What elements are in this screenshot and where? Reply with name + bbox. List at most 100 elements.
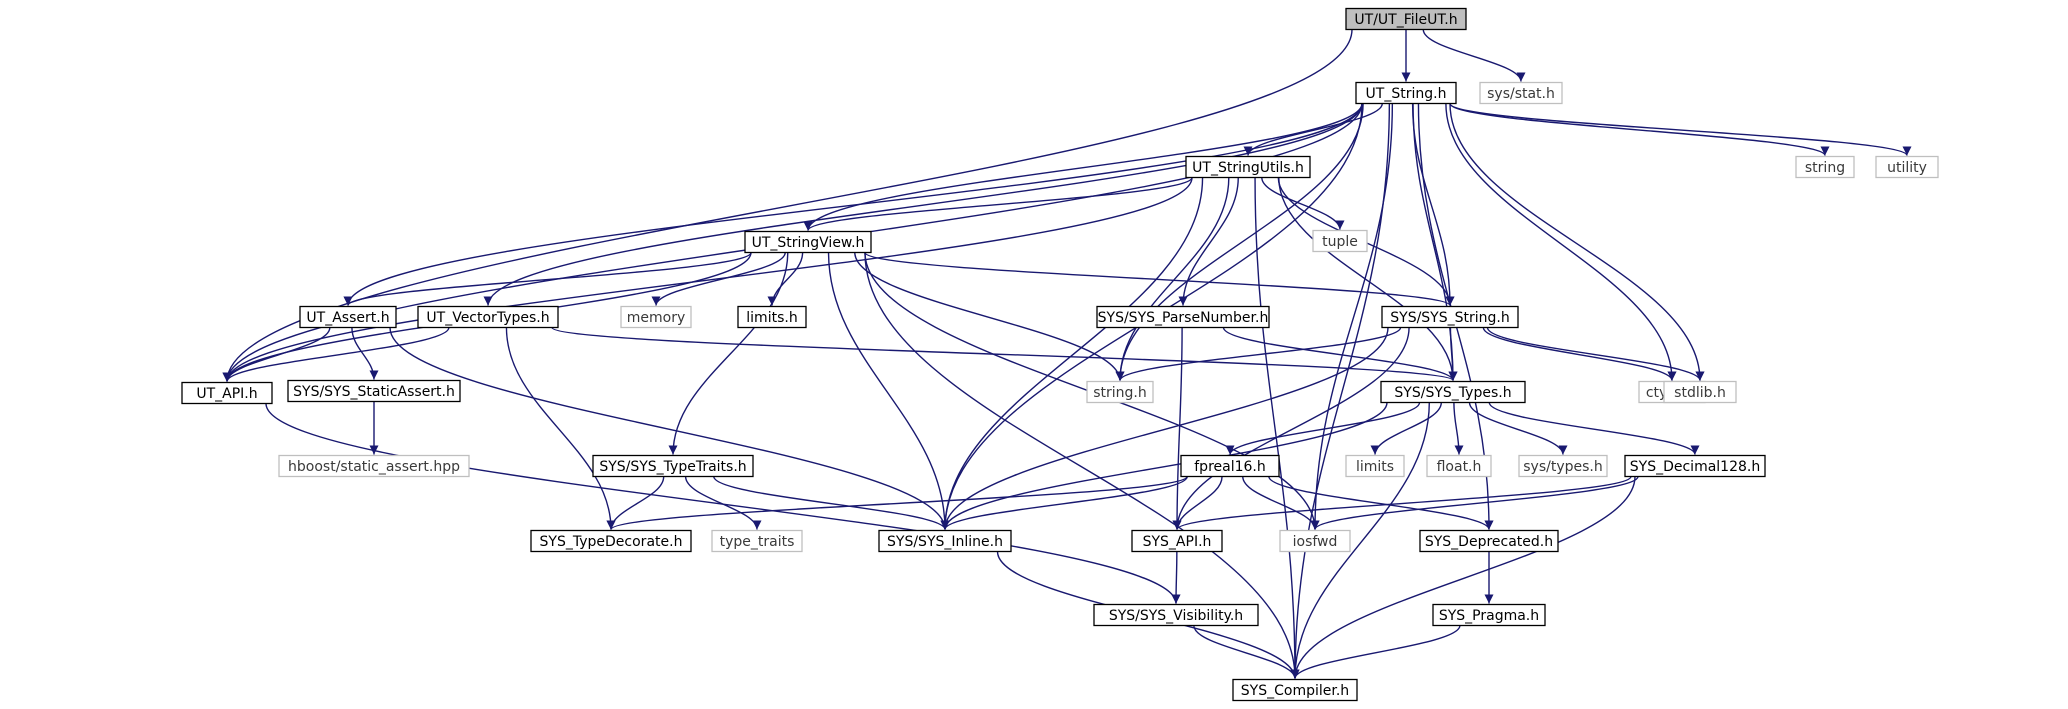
edge-ut_assert-to-sys_inline [389, 327, 950, 530]
node-box [1355, 81, 1457, 105]
node-sys_string[interactable]: SYS/SYS_String.h [1381, 305, 1519, 329]
edge-root-to-ut_api [222, 29, 1353, 382]
node-tuple[interactable]: tuple [1312, 229, 1368, 253]
node-sys_types[interactable]: SYS/SYS_Types.h [1380, 380, 1526, 404]
node-fpreal16[interactable]: fpreal16.h [1180, 454, 1280, 478]
edge-sys_string-to-sys_api [1172, 327, 1410, 530]
node-ut_assert[interactable]: UT_Assert.h [299, 305, 397, 329]
node-box [1131, 529, 1223, 553]
node-box [530, 529, 692, 553]
node-label: UT_StringView.h [752, 235, 865, 251]
node-box [1086, 380, 1154, 404]
edge-ut_stringview-to-memory [651, 252, 786, 306]
node-box [1419, 529, 1559, 553]
edge-ut_string-to-utility [1449, 102, 1912, 157]
node-box [1426, 454, 1492, 478]
node-box [287, 379, 461, 403]
node-box [878, 529, 1012, 553]
node-sys_staticassert[interactable]: SYS/SYS_StaticAssert.h [287, 379, 461, 403]
node-sys_api[interactable]: SYS_API.h [1131, 529, 1223, 553]
node-sys_types_h[interactable]: sys/types.h [1518, 454, 1608, 478]
node-box [1432, 603, 1546, 627]
node-box [1180, 454, 1280, 478]
node-label: SYS_Decimal128.h [1630, 459, 1760, 475]
edge-sys_types-to-limits [1370, 402, 1442, 455]
node-sys_inline[interactable]: SYS/SYS_Inline.h [878, 529, 1012, 553]
edge-fpreal16-to-sys_deprecated [1268, 476, 1494, 530]
node-ut_api[interactable]: UT_API.h [181, 381, 273, 405]
edge-sys_pragma-to-sys_compiler [1290, 625, 1461, 679]
node-sys_decimal128[interactable]: SYS_Decimal128.h [1624, 454, 1766, 478]
node-label: type_traits [720, 534, 795, 550]
node-box [1479, 81, 1563, 105]
node-label: SYS/SYS_Inline.h [887, 534, 1003, 550]
node-label: SYS/SYS_Types.h [1394, 385, 1511, 401]
node-label: SYS_Compiler.h [1241, 683, 1349, 699]
edge-ut_string-to-string_h [1115, 103, 1364, 381]
edge-ut_stringutils-to-ut_stringview [803, 176, 1193, 232]
edge-sys_types-to-sys_inline [940, 402, 1388, 530]
node-utility[interactable]: utility [1875, 155, 1939, 179]
node-label: SYS_Deprecated.h [1425, 534, 1553, 550]
edge-fpreal16-to-sys_typedecorate [606, 475, 1188, 531]
node-label: limits [1356, 459, 1394, 475]
node-label: UT/UT_FileUT.h [1354, 12, 1457, 28]
edge-sys_types-to-sys_decimal128 [1488, 402, 1700, 455]
node-sys_visibility[interactable]: SYS/SYS_Visibility.h [1093, 603, 1259, 627]
node-box [711, 529, 803, 553]
node-label: memory [627, 310, 686, 326]
node-box [181, 381, 273, 405]
edge-sys_parsenumber-to-sys_types [1222, 327, 1458, 381]
edge-ut_string-to-sys_compiler [1290, 103, 1391, 679]
node-label: fpreal16.h [1194, 459, 1265, 475]
node-sys_compiler[interactable]: SYS_Compiler.h [1232, 678, 1358, 702]
edge-ut_stringutils-to-tuple [1261, 177, 1345, 230]
edge-ut_stringview-to-ut_assert [343, 251, 752, 307]
node-stdlib_h[interactable]: stdlib.h [1663, 380, 1737, 404]
edge-ut_string-to-iosfwd [1310, 103, 1394, 530]
edge-sys_decimal128-to-sys_compiler [1290, 476, 1636, 679]
node-box [1624, 454, 1766, 478]
node-sys_stat[interactable]: sys/stat.h [1479, 81, 1563, 105]
node-sys_parsenumber[interactable]: SYS/SYS_ParseNumber.h [1096, 305, 1270, 329]
node-ut_stringutils[interactable]: UT_StringUtils.h [1185, 155, 1311, 179]
node-label: string [1805, 160, 1845, 176]
node-label: iosfwd [1293, 534, 1338, 550]
node-limits_h[interactable]: limits.h [737, 305, 807, 329]
edge-ut_stringview-to-string_h [854, 252, 1125, 381]
edge-ut_string-to-ut_vectortypes [483, 103, 1363, 306]
node-sys_pragma[interactable]: SYS_Pragma.h [1432, 603, 1546, 627]
node-string[interactable]: string [1795, 155, 1855, 179]
edge-ut_string-to-sys_types [1412, 103, 1458, 381]
node-hboost[interactable]: hboost/static_assert.hpp [278, 454, 470, 478]
node-ut_vectortypes[interactable]: UT_VectorTypes.h [417, 305, 559, 329]
edge-ut_string-to-ut_assert [343, 103, 1363, 306]
node-float_h[interactable]: float.h [1426, 454, 1492, 478]
node-ut_stringview[interactable]: UT_StringView.h [744, 230, 872, 254]
node-ut_string[interactable]: UT_String.h [1355, 81, 1457, 105]
edge-sys_visibility-to-sys_compiler [1193, 625, 1300, 679]
node-root[interactable]: UT/UT_FileUT.h [1345, 7, 1467, 31]
node-label: SYS_TypeDecorate.h [540, 534, 683, 550]
node-box [1875, 155, 1939, 179]
node-label: string.h [1093, 385, 1147, 401]
node-iosfwd[interactable]: iosfwd [1279, 529, 1351, 553]
node-label: float.h [1437, 459, 1482, 475]
edge-sys_types-to-fpreal16 [1225, 402, 1421, 455]
node-sys_typetraits[interactable]: SYS/SYS_TypeTraits.h [592, 454, 754, 478]
node-sys_deprecated[interactable]: SYS_Deprecated.h [1419, 529, 1559, 553]
node-memory[interactable]: memory [620, 305, 692, 329]
node-box [1093, 603, 1259, 627]
edge-sys_types-to-sys_types_h [1468, 402, 1568, 455]
edge-sys_typetraits-to-sys_inline [713, 476, 950, 530]
edge-sys_api-to-sys_visibility [1171, 551, 1181, 604]
node-limits[interactable]: limits [1345, 454, 1405, 478]
edge-ut_string-to-stdlib_h [1449, 103, 1705, 381]
node-sys_typedecorate[interactable]: SYS_TypeDecorate.h [530, 529, 692, 553]
node-label: UT_API.h [196, 386, 257, 402]
node-string_h[interactable]: string.h [1086, 380, 1154, 404]
edge-sys_types-to-float_h [1453, 402, 1464, 455]
edge-root-to-sys_stat [1422, 29, 1526, 82]
node-type_traits[interactable]: type_traits [711, 529, 803, 553]
node-label: SYS/SYS_StaticAssert.h [293, 384, 455, 400]
